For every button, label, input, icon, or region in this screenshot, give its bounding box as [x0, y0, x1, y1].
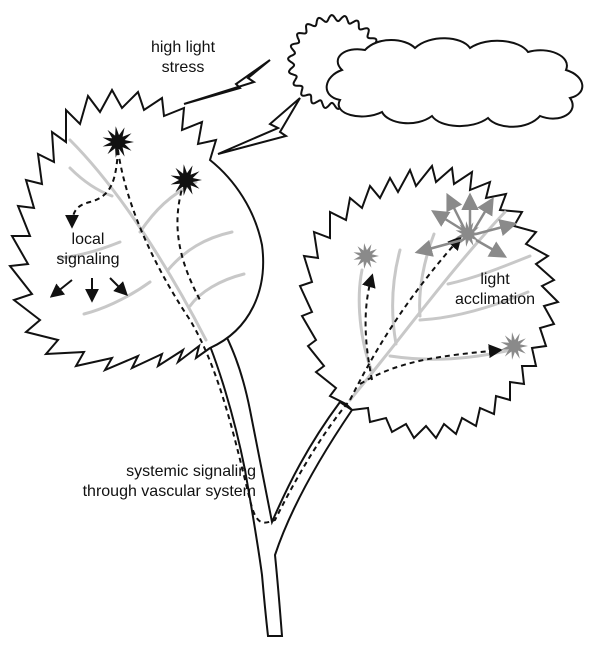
label-line: through vascular system	[20, 482, 256, 502]
cloud	[327, 38, 583, 127]
label-line: stress	[128, 58, 238, 78]
label-line: local	[40, 230, 136, 250]
label-line: signaling	[40, 250, 136, 270]
label-line: acclimation	[440, 290, 550, 310]
lightning-bolt-lower	[218, 98, 300, 154]
label-light-acclimation: light acclimation	[440, 270, 550, 310]
label-line: high light	[128, 38, 238, 58]
label-local-signaling: local signaling	[40, 230, 136, 270]
label-line: systemic signaling	[20, 462, 256, 482]
label-high-light-stress: high light stress	[128, 38, 238, 78]
label-line: light	[440, 270, 550, 290]
label-systemic-signaling: systemic signaling through vascular syst…	[20, 462, 256, 502]
